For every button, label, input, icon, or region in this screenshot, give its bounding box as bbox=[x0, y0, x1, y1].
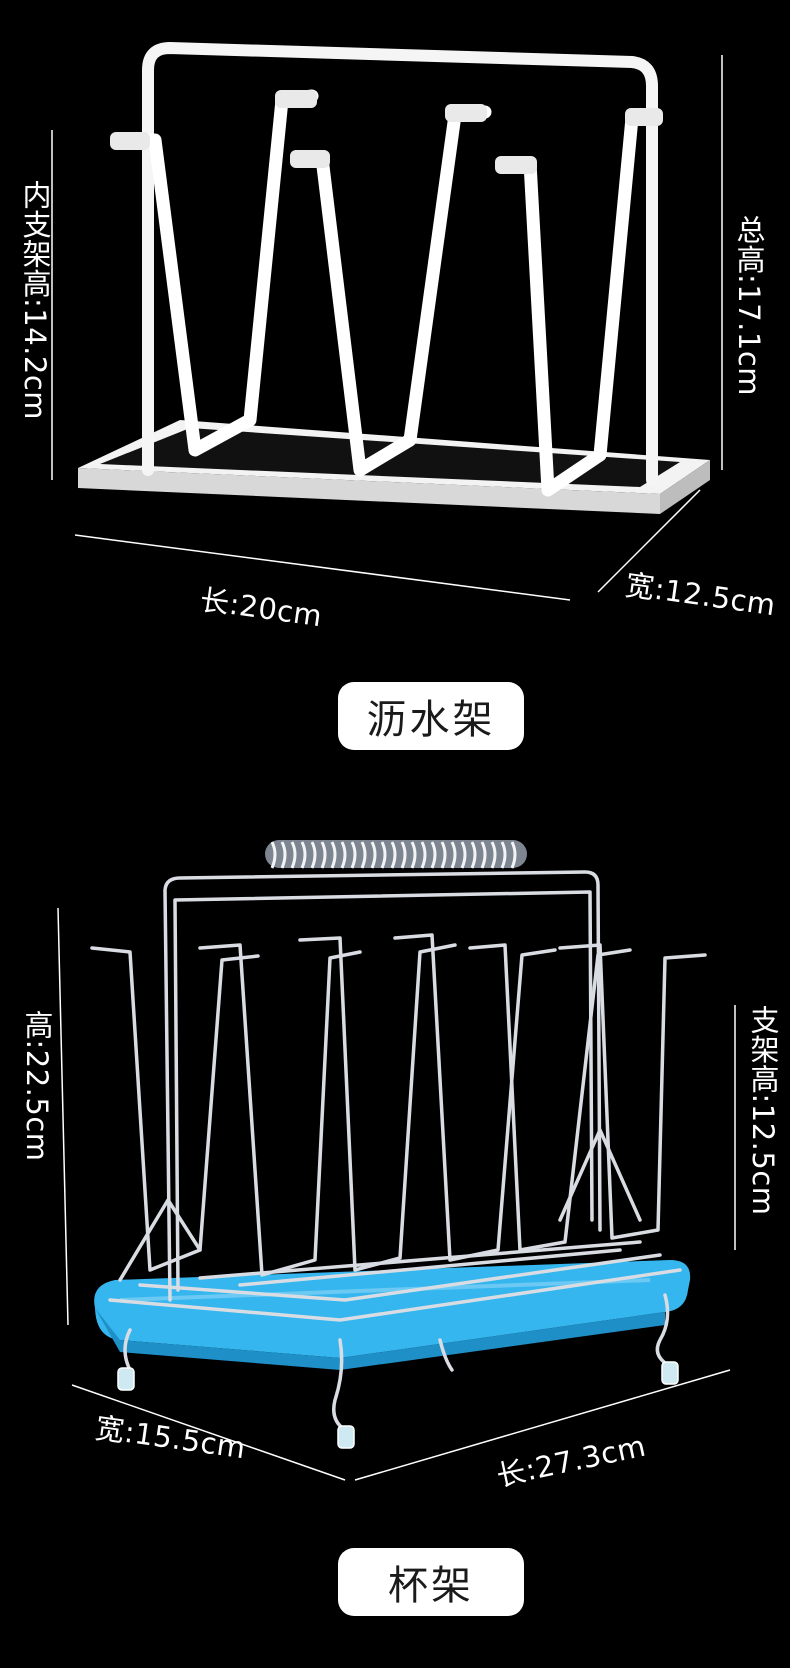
total-height-label: 总高:17.1cm bbox=[732, 215, 766, 397]
width-line bbox=[71, 1384, 346, 1481]
drain-rack-base bbox=[78, 420, 710, 514]
feet-caps bbox=[117, 1361, 679, 1449]
cup-rack-tray bbox=[94, 1260, 691, 1370]
dimension-lines bbox=[51, 55, 723, 601]
height-label: 高:22.5cm bbox=[20, 1010, 54, 1162]
dimension-lines bbox=[57, 907, 736, 1481]
drain-rack-name-pill: 沥水架 bbox=[338, 682, 524, 750]
cup-rack-wire bbox=[90, 870, 707, 1432]
spring-handle-icon bbox=[265, 840, 527, 869]
hook-caps bbox=[110, 90, 663, 174]
height-line bbox=[57, 907, 69, 1326]
length-line bbox=[74, 534, 571, 601]
stand-height-label: 支架高:12.5cm bbox=[746, 1005, 780, 1216]
cup-rack-illustration bbox=[57, 840, 736, 1481]
drain-rack-illustration bbox=[51, 42, 723, 601]
drain-rack-section: 内支架高:14.2cm 总高:17.1cm 长:20cm 宽:12.5cm 沥水… bbox=[0, 0, 790, 780]
width-line bbox=[597, 489, 701, 593]
drain-rack-frame bbox=[142, 42, 658, 486]
length-line bbox=[354, 1369, 731, 1481]
cup-rack-section: 高:22.5cm 支架高:12.5cm 宽:15.5cm 长:27.3cm 杯架 bbox=[0, 780, 790, 1668]
inner-height-label: 内支架高:14.2cm bbox=[18, 180, 52, 421]
cup-rack-name-pill: 杯架 bbox=[338, 1548, 524, 1616]
